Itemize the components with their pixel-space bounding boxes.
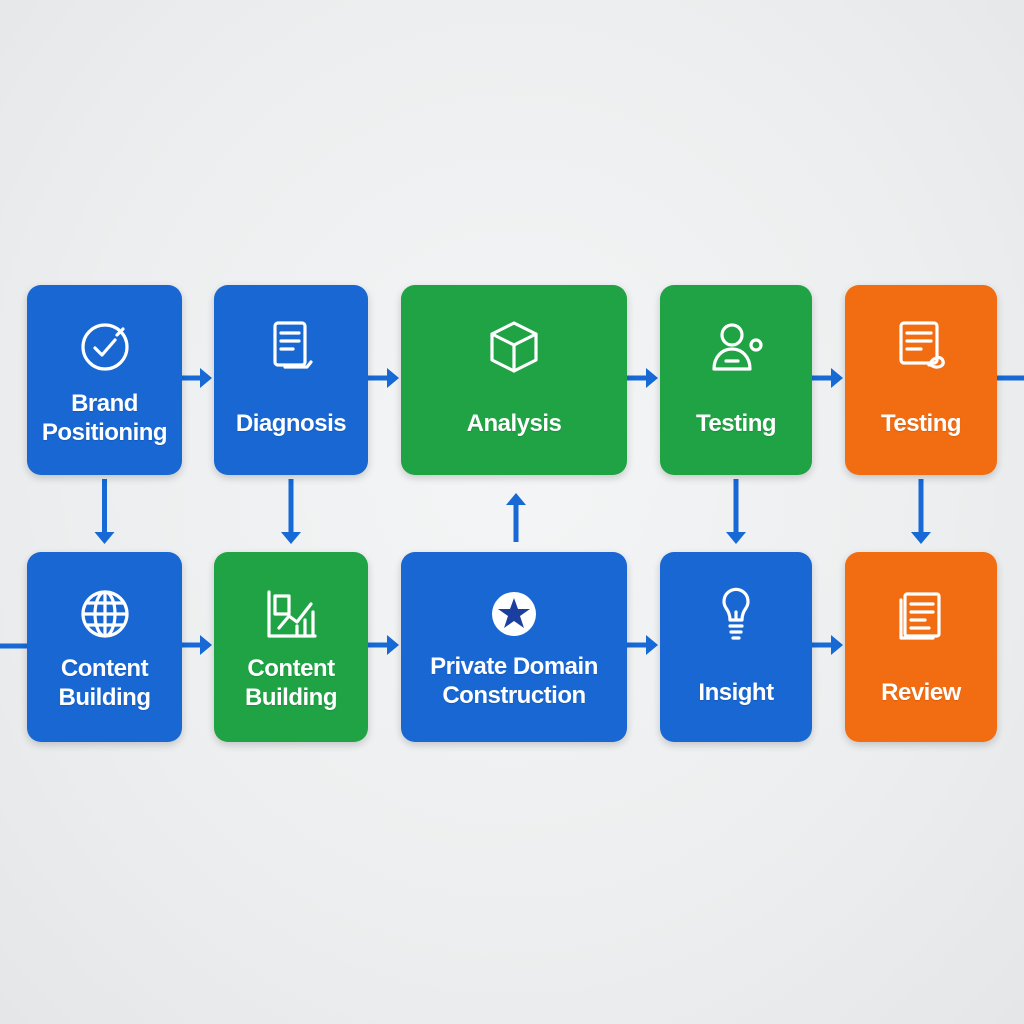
node-label-line: Testing <box>880 410 962 437</box>
node-analysis: Analysis <box>401 285 627 475</box>
node-label: Analysis <box>401 409 627 438</box>
node-insight: Insight <box>660 552 812 742</box>
arrow-content-building-1-to-content-building-2 <box>182 635 212 655</box>
arrow-testing-1-to-insight <box>726 479 746 544</box>
arrow-content-building-2-to-private-domain-construction <box>368 635 399 655</box>
node-label-line: Private Domain <box>430 653 598 680</box>
node-label-line: Construction <box>442 682 586 709</box>
node-label-line: Testing <box>695 410 777 437</box>
node-label-line: Brand <box>71 390 138 417</box>
node-testing-2: Testing <box>845 285 997 475</box>
notes-icon <box>889 582 953 646</box>
arrow-brand-positioning-to-content-building-1 <box>94 479 115 544</box>
node-label: Review <box>845 678 997 707</box>
arrow-diagnosis-to-analysis <box>368 368 399 388</box>
node-label-line: Content <box>60 655 149 682</box>
node-label-line: Diagnosis <box>235 410 347 437</box>
cube-icon <box>482 315 546 379</box>
node-review: Review <box>845 552 997 742</box>
node-label: Insight <box>660 678 812 707</box>
arrow-analysis-to-testing-1 <box>627 368 658 388</box>
arrow-testing-1-to-testing-2 <box>812 368 843 388</box>
arrow-private-domain-construction-to-analysis <box>506 493 526 542</box>
node-label-line: Insight <box>698 679 774 706</box>
arrow-diagnosis-to-content-building-2 <box>281 479 301 544</box>
document-icon <box>259 315 323 379</box>
node-label-line: Positioning <box>41 419 168 446</box>
globe-icon <box>73 582 137 646</box>
node-testing-1: Testing <box>660 285 812 475</box>
check-badge-icon <box>73 315 137 379</box>
node-label-line: Analysis <box>466 410 562 437</box>
node-label-line: Review <box>881 679 961 706</box>
node-label: Testing <box>660 409 812 438</box>
lightbulb-icon <box>704 582 768 646</box>
node-label-line: Building <box>245 684 337 711</box>
chart-icon <box>259 582 323 646</box>
clipboard-icon <box>889 315 953 379</box>
arrow-insight-to-review <box>812 635 843 655</box>
user-icon <box>704 315 768 379</box>
arrow-testing-2-to-review <box>911 479 931 544</box>
arrow-private-domain-construction-to-insight <box>627 635 658 655</box>
node-label: Testing <box>845 409 997 438</box>
node-label: Diagnosis <box>214 409 368 438</box>
node-label-line: Content <box>247 655 335 682</box>
node-diagnosis: Diagnosis <box>214 285 368 475</box>
arrow-brand-positioning-to-diagnosis <box>182 368 212 388</box>
node-label-line: Building <box>58 684 151 711</box>
star-badge-icon <box>482 582 546 646</box>
